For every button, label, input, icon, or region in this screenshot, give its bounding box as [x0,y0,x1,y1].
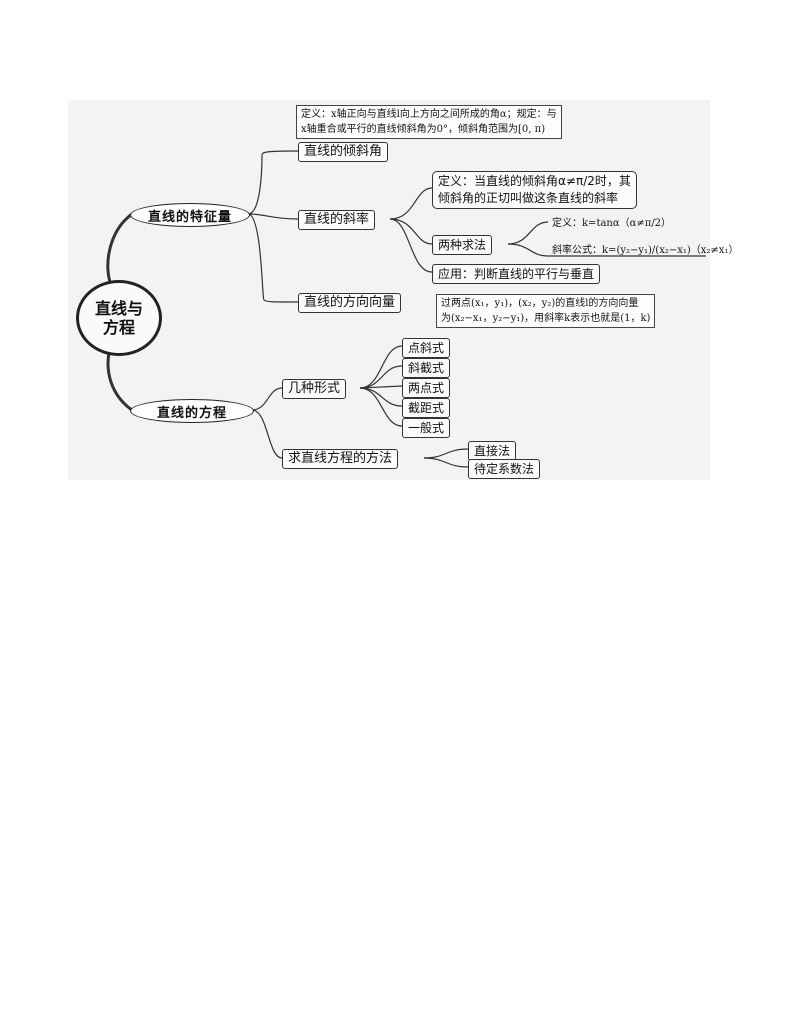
root-label-line2: 方程 [102,318,135,337]
form-item-intercept: 截距式 [402,398,451,418]
node-forms: 几种形式 [282,379,347,399]
node-incline-angle: 直线的倾斜角 [298,142,389,162]
slope-two-point-formula: 斜率公式：k=(y₂−y₁)/(x₂−x₁)（x₂≠x₁） [552,245,739,256]
method-item-direct: 直接法 [468,441,517,461]
node-methods: 求直线方程的方法 [282,449,399,469]
root-node: 直线与 方程 [76,280,162,356]
incline-angle-definition: 定义：x轴正向与直线l向上方向之间所成的角α；规定：与 x轴重合或平行的直线倾斜… [296,105,562,139]
form-item-two-point: 两点式 [402,378,451,398]
slope-definition: 定义：当直线的倾斜角α≠π/2时，其 倾斜角的正切叫做这条直线的斜率 [432,171,637,209]
node-slope: 直线的斜率 [298,210,376,230]
direction-desc-line2: 为(x₂−x₁，y₂−y₁)，用斜率k表示也就是(1，k) [441,313,651,324]
method-item-undetermined: 待定系数法 [468,459,541,479]
node-features: 直线的特征量 [130,203,250,227]
slope-def-formula: 定义：k=tanα（α≠π/2） [552,218,672,229]
direction-vector-description: 过两点(x₁，y₁)，(x₂，y₂)的直线l的方向向量 为(x₂−x₁，y₂−y… [436,294,656,328]
slope-def-line1: 定义：当直线的倾斜角α≠π/2时，其 [438,174,631,188]
node-slope-application: 应用：判断直线的平行与垂直 [432,264,601,284]
form-item-point-slope: 点斜式 [402,338,451,358]
form-item-general: 一般式 [402,418,451,438]
node-two-methods: 两种求法 [432,235,493,255]
incline-def-line1: 定义：x轴正向与直线l向上方向之间所成的角α；规定：与 [301,109,557,120]
form-item-slope-intercept: 斜截式 [402,358,451,378]
incline-def-line2: x轴重合或平行的直线倾斜角为0°，倾斜角范围为[0, π) [301,124,546,135]
slope-def-line2: 倾斜角的正切叫做这条直线的斜率 [438,191,619,205]
root-label-line1: 直线与 [94,299,143,318]
direction-desc-line1: 过两点(x₁，y₁)，(x₂，y₂)的直线l的方向向量 [441,298,639,309]
node-equations: 直线的方程 [130,399,254,423]
node-direction-vector: 直线的方向向量 [298,293,402,313]
